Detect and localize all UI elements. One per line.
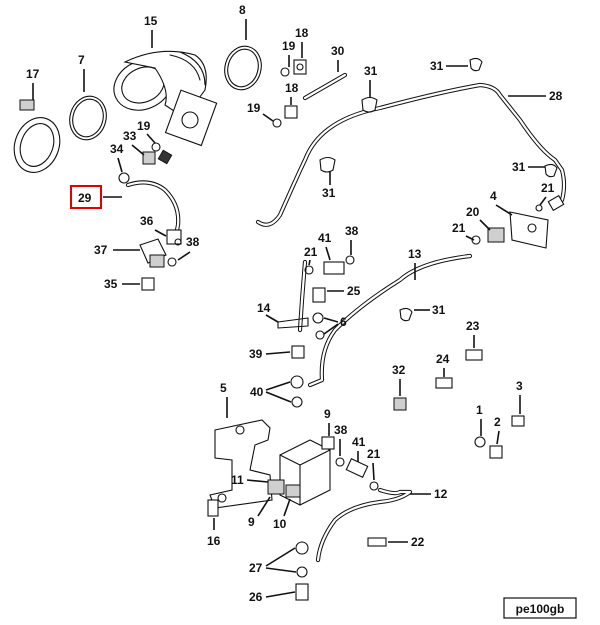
- callout-31-center: 31: [322, 186, 336, 200]
- small-fittings-top: [118, 57, 565, 322]
- callout-37: 37: [94, 243, 108, 257]
- callout-21-lower: 21: [367, 447, 381, 461]
- callout-40: 40: [250, 385, 264, 399]
- callout-22: 22: [411, 535, 425, 549]
- callout-32: 32: [392, 363, 406, 377]
- callout-31-right: 31: [512, 160, 526, 174]
- callout-21-mid: 21: [452, 221, 466, 235]
- callout-21-right: 21: [541, 181, 555, 195]
- callout-27: 27: [249, 561, 263, 575]
- part-15-intake-elbow: [113, 50, 218, 165]
- callout-8: 8: [239, 3, 246, 17]
- callout-29-highlight-box: [70, 185, 102, 209]
- callout-10: 10: [273, 517, 287, 531]
- callout-28: 28: [549, 89, 563, 103]
- callout-26: 26: [249, 590, 263, 604]
- bracket-and-valve: [207, 419, 387, 601]
- callout-34: 34: [110, 142, 124, 156]
- callout-14: 14: [257, 301, 271, 315]
- callout-41-lower: 41: [352, 435, 366, 449]
- callout-11: 11: [231, 473, 244, 487]
- callout-33: 33: [123, 129, 137, 143]
- callout-31-top: 31: [364, 64, 378, 78]
- callout-38-center: 38: [345, 224, 359, 238]
- callout-17: 17: [26, 67, 40, 81]
- callout-5: 5: [220, 381, 227, 395]
- reference-code-box: pe100gb: [503, 597, 577, 619]
- callout-6: 6: [340, 315, 347, 329]
- callout-31-mid: 31: [432, 303, 446, 317]
- callout-25: 25: [347, 284, 361, 298]
- callout-21-center: 21: [304, 245, 318, 259]
- callout-36: 36: [140, 214, 154, 228]
- callout-41-center: 41: [318, 231, 332, 245]
- callout-31-right-top: 31: [430, 59, 444, 73]
- callout-39: 39: [249, 347, 263, 361]
- part-17-clamp: [13, 99, 61, 173]
- callout-19-top: 19: [282, 39, 296, 53]
- reference-code: pe100gb: [516, 602, 565, 616]
- callout-2: 2: [494, 415, 501, 429]
- callout-16: 16: [207, 534, 221, 548]
- callout-24: 24: [436, 352, 450, 366]
- fittings-right: [471, 204, 549, 249]
- callout-13: 13: [408, 247, 422, 261]
- callout-38-left: 38: [186, 235, 200, 249]
- callout-7: 7: [78, 53, 85, 67]
- o-rings: [69, 45, 262, 141]
- callout-38-lower: 38: [334, 423, 348, 437]
- callout-12: 12: [434, 487, 448, 501]
- callout-19-left: 19: [137, 119, 151, 133]
- tube-lines: [125, 72, 567, 563]
- callout-3: 3: [516, 379, 523, 393]
- callout-9-top: 9: [324, 407, 331, 421]
- callout-15: 15: [144, 14, 158, 28]
- callout-9-lower: 9: [248, 515, 255, 529]
- callout-19-lower: 19: [247, 101, 261, 115]
- callout-30: 30: [331, 44, 345, 58]
- callout-4: 4: [490, 189, 497, 203]
- callout-18-top: 18: [295, 26, 309, 40]
- loose-hardware-right: [393, 349, 525, 459]
- sensor-parts-left: [139, 229, 182, 291]
- center-column-parts: [277, 255, 355, 408]
- callout-1: 1: [476, 403, 483, 417]
- callout-20: 20: [466, 205, 480, 219]
- callout-35: 35: [104, 277, 118, 291]
- callout-23: 23: [466, 319, 480, 333]
- callout-29: 29: [78, 191, 92, 205]
- callout-18-lower: 18: [285, 81, 299, 95]
- callouts: 15 8 17 7 18 19 30 31 18 19 19 33: [26, 3, 563, 604]
